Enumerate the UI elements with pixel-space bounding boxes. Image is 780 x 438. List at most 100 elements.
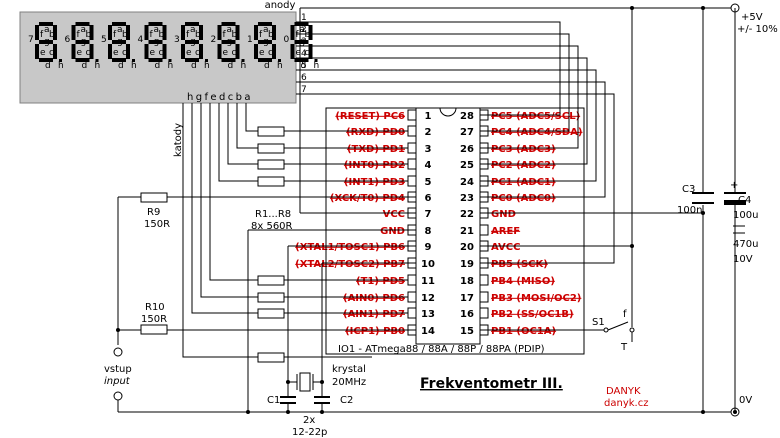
chip-pin-number: 25 [460,160,474,171]
chip-pin-box [407,142,417,154]
digit-number: 6 [65,35,71,45]
chip-pin-box [479,224,489,236]
chip-pin-number: 2 [425,127,432,138]
seg-label-c: c [232,48,237,58]
chip-pin-name: PC4 (ADC4/SDA) [491,127,582,138]
seg-label-d: d [264,61,270,71]
crystal-value: 20MHz [332,377,366,388]
segment [199,25,203,40]
seg-label-f: f [40,30,44,40]
chip-pin-number: 15 [460,326,474,337]
r10-resistor [140,324,168,335]
seg-label-d: d [228,61,234,71]
chip-pin-number: 7 [425,209,432,220]
chip-pin-name: (T1) PD5 [356,276,405,287]
segment [148,22,163,26]
anode-pin-number: 6 [301,73,307,83]
seg-label-d: d [82,61,88,71]
seg-label-e: e [223,48,229,58]
seg-label-h: h [58,61,64,71]
segment [75,40,90,44]
anody-label: anody [265,0,296,11]
chip-pin-number: 4 [425,160,432,171]
segment [308,25,313,40]
chip-pin-name: (ICP1) PB0 [345,326,405,337]
segment [75,22,90,26]
decimal-point [59,59,62,62]
seg-label-g: g [227,37,233,47]
segment [290,25,295,40]
chip-pin-number: 10 [421,259,435,270]
chip-pin-box [479,291,489,303]
anode-pin-number: 5 [301,61,307,71]
chip-pin-name: PB5 (SCK) [491,259,548,270]
chip-pin-number: 8 [425,226,432,237]
chip-pin-number: 18 [460,276,474,287]
segment [89,44,94,59]
anode-wire [312,57,588,165]
segment [185,40,199,44]
decimal-point [314,59,318,62]
chip-pin-name: (INT1) PD3 [344,177,405,188]
segment [235,44,240,59]
seg-label-g: g [44,37,50,47]
chip-label: IO1 - ATmega88 / 88A / 88P / 88PA (PDIP) [338,344,545,355]
anode-wire [312,81,606,198]
segment [258,40,272,44]
seg-label-b: b [49,30,55,40]
chip-pin-box [407,307,417,319]
seg-label-g: g [300,37,306,47]
r10-name: R10 [145,302,165,313]
seg-label-b: b [305,30,311,40]
seg-label-d: d [45,61,51,71]
segment [221,22,236,26]
r9-name: R9 [147,207,160,218]
seg-label-c: c [159,48,164,58]
segment [39,58,53,62]
seg-label-a: a [154,25,160,35]
cathode-resistor [257,275,285,286]
seg-label-h: h [241,61,247,71]
segment [235,25,240,40]
seg-label-f: f [150,30,154,40]
seg-label-a: a [117,25,123,35]
chip-pin-number: 13 [421,309,435,320]
c4-value-1: 100u [733,210,758,221]
segment [144,44,149,59]
cathode-resistor [257,292,285,303]
segment [254,44,258,59]
seg-label-d: d [155,61,161,71]
segment [71,44,76,59]
seg-label-h: h [95,61,101,71]
display-module [19,11,297,104]
c12-count: 2x [303,415,315,426]
segment [126,25,130,40]
seg-label-f: f [77,30,81,40]
segment [148,58,163,62]
seg-label-h: h [204,61,210,71]
seg-label-b: b [159,30,165,40]
chip-pin-number: 6 [425,193,432,204]
seg-label-h: h [277,61,283,71]
s1-switch [607,321,629,331]
decimal-point [278,59,281,62]
anode-wire [312,93,615,264]
supply-tolerance-label: +/- 10% [737,24,778,35]
chip-pin-number: 19 [460,259,474,270]
seg-label-a: a [44,25,50,35]
c4-value-3: 10V [733,254,753,265]
anode-pin-number: 4 [301,49,307,59]
input-ground-terminal [113,391,123,401]
chip-pin-name: PC3 (ADC3) [491,144,556,155]
seg-label-g: g [117,37,123,47]
chip-pin-name: (RESET) PC6 [335,111,405,122]
digit-number: 7 [28,35,34,45]
author: DANYK [606,386,641,397]
digit-number: 4 [138,35,144,45]
c4-plus: + [730,180,738,191]
cathode-resistor [257,159,285,170]
segment-letters: hgfedcba [187,92,253,103]
s1-name: S1 [592,317,605,328]
